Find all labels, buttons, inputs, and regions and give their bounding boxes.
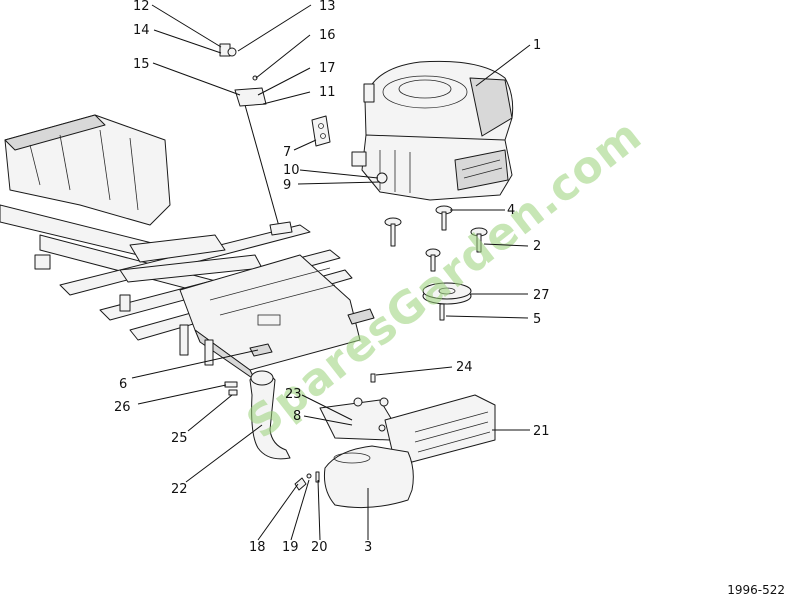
callout-1: 1 <box>533 38 541 53</box>
callout-18: 18 <box>249 540 266 555</box>
hardware-top <box>219 43 258 81</box>
callout-27: 27 <box>533 288 550 303</box>
callout-6: 6 <box>119 377 127 392</box>
callout-24: 24 <box>456 360 473 375</box>
callout-2: 2 <box>533 239 541 254</box>
callout-21: 21 <box>533 424 550 439</box>
engine <box>351 60 514 201</box>
chassis-frame <box>0 114 375 381</box>
callout-4: 4 <box>507 203 515 218</box>
callout-10: 10 <box>283 163 300 178</box>
leader-lines <box>131 4 531 541</box>
engine-mount-hardware <box>384 205 488 272</box>
callout-13: 13 <box>319 0 336 14</box>
muffler-bracket <box>319 397 393 441</box>
callout-14: 14 <box>133 23 150 38</box>
callout-3: 3 <box>364 540 372 555</box>
bracket-7 <box>311 115 331 147</box>
callout-26: 26 <box>114 400 131 415</box>
callout-12: 12 <box>133 0 150 14</box>
exhaust-pipe <box>224 370 291 460</box>
drawing-code: 1996-522 <box>727 583 785 597</box>
callout-17: 17 <box>319 61 336 76</box>
callout-8: 8 <box>293 409 301 424</box>
muffler <box>324 445 414 509</box>
callout-7: 7 <box>283 145 291 160</box>
throttle-cable <box>234 87 293 236</box>
hardware-bottom <box>294 373 376 491</box>
callout-16: 16 <box>319 28 336 43</box>
callout-11: 11 <box>319 85 336 100</box>
callout-25: 25 <box>171 431 188 446</box>
callout-23: 23 <box>285 387 302 402</box>
callout-5: 5 <box>533 312 541 327</box>
callout-22: 22 <box>171 482 188 497</box>
pulley <box>422 282 472 321</box>
callout-9: 9 <box>283 178 291 193</box>
heat-shield <box>384 394 496 463</box>
callout-19: 19 <box>282 540 299 555</box>
callout-20: 20 <box>311 540 328 555</box>
callout-15: 15 <box>133 57 150 72</box>
callout-numbers: 12 13 14 16 15 17 11 1 7 10 9 4 2 27 5 6… <box>114 0 550 555</box>
